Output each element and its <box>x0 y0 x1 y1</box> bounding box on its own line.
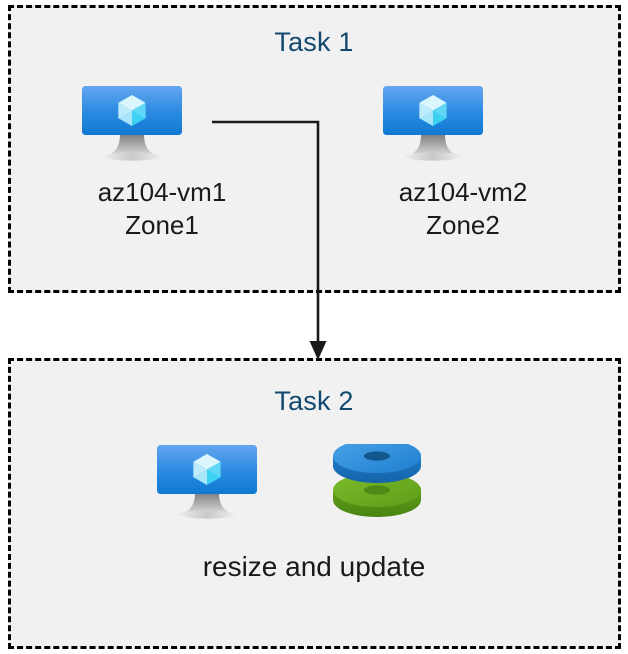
azure-disks-icon <box>333 444 421 517</box>
node-task2-vm[interactable] <box>155 443 259 531</box>
node-label-az104-vm2: az104-vm2 Zone2 <box>398 177 528 240</box>
azure-virtual-machine-icon <box>157 445 257 519</box>
node-label-az104-vm1: az104-vm1 Zone1 <box>97 177 227 240</box>
node-task2-disks[interactable] <box>329 444 433 528</box>
node-az104-vm1[interactable]: az104-vm1 Zone1 <box>52 84 272 240</box>
azure-virtual-machine-icon <box>383 86 483 161</box>
task1-title: Task 1 <box>274 27 354 57</box>
task2-container <box>8 358 621 649</box>
task2-title: Task 2 <box>274 386 354 416</box>
task2-caption: resize and update <box>202 551 426 582</box>
azure-virtual-machine-icon <box>82 86 182 161</box>
node-az104-vm2[interactable]: az104-vm2 Zone2 <box>353 84 573 240</box>
